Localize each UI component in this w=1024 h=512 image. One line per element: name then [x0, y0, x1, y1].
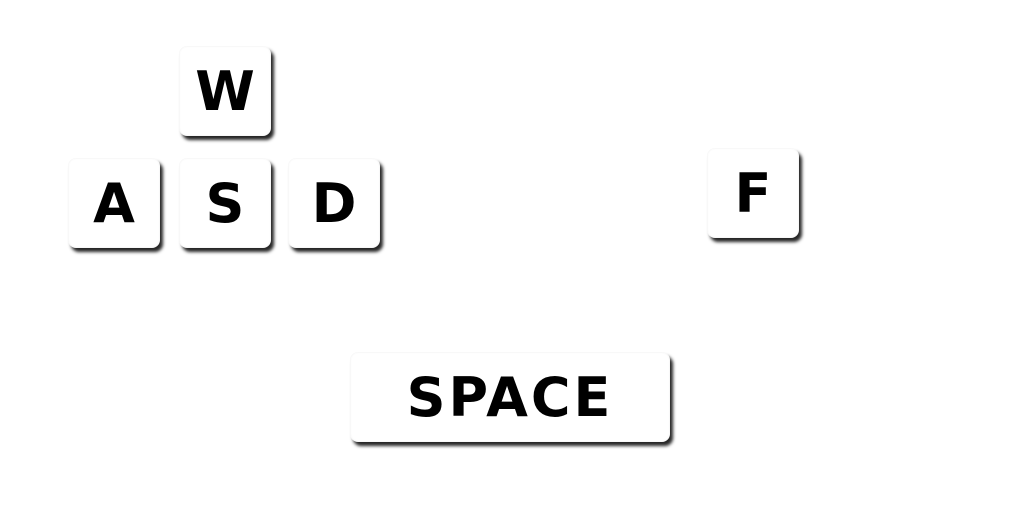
key-a-label: A [93, 171, 135, 235]
key-d[interactable]: D [288, 158, 380, 248]
key-d-label: D [311, 171, 357, 235]
key-a[interactable]: A [68, 158, 160, 248]
key-s[interactable]: S [179, 158, 271, 248]
key-f-label: F [734, 161, 772, 225]
key-space-label: SPACE [406, 365, 614, 429]
key-f[interactable]: F [707, 148, 799, 238]
key-s-label: S [205, 171, 245, 235]
key-space[interactable]: SPACE [350, 352, 670, 442]
key-w-label: W [195, 59, 255, 123]
key-w[interactable]: W [179, 46, 271, 136]
